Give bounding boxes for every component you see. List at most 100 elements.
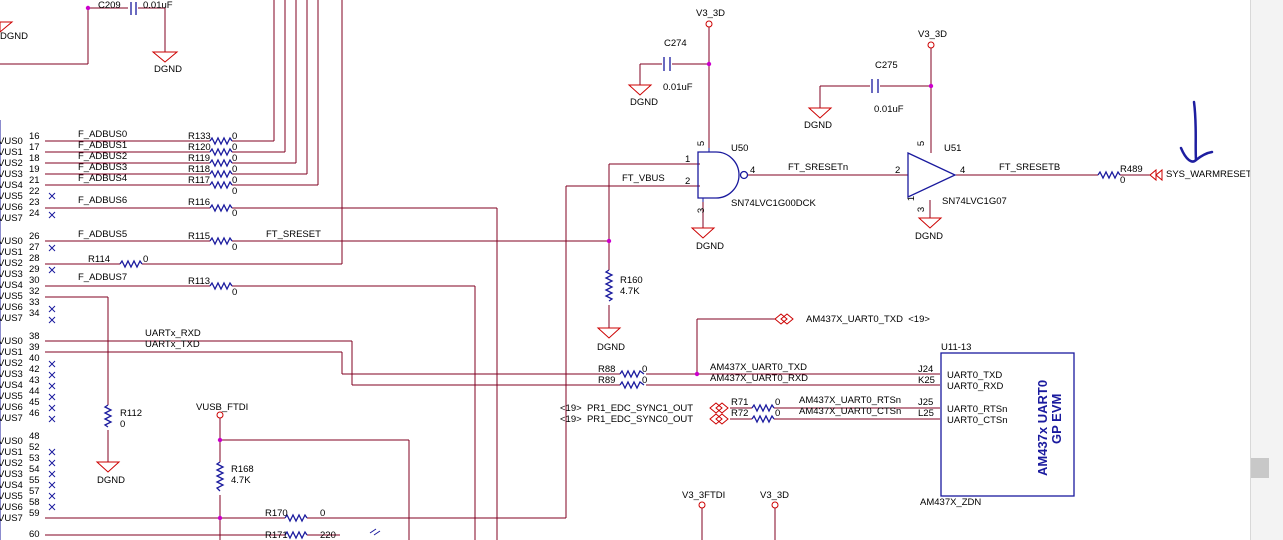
ground-label: DGND [597, 342, 625, 353]
pin-number: 48 [29, 431, 40, 442]
resistor-value: 0 [775, 397, 781, 408]
pin-label: VUS0 [0, 236, 23, 247]
resistor-value: 0 [232, 208, 238, 219]
pin-label: VUS2 [0, 258, 23, 269]
pin-label: VUS7 [0, 413, 23, 424]
pin-number: 16 [29, 131, 40, 142]
resistor-ref: R120 [188, 142, 211, 153]
pin-label: VUS7 [0, 313, 23, 324]
resistor-ref: R72 [731, 408, 749, 419]
pin-number: 58 [29, 497, 40, 508]
u50-pin: 2 [685, 176, 691, 187]
u11-ref: U11-13 [941, 342, 972, 353]
resistor-value: 0 [232, 153, 238, 164]
pin-number: 38 [29, 331, 40, 342]
u50-pin: 4 [750, 165, 756, 176]
pin-number: 44 [29, 386, 40, 397]
pin-label: VUS5 [0, 491, 23, 502]
resistor-value: 0 [143, 254, 149, 265]
vertical-scrollbar[interactable] [1250, 0, 1283, 540]
u50-nand-gate [697, 148, 749, 202]
resistors [103, 136, 1121, 540]
u11-pin-number: L25 [918, 408, 934, 419]
pin-label: VUS1 [0, 347, 23, 358]
pin-number: 27 [29, 242, 40, 253]
pin-number: 21 [29, 175, 40, 186]
u51-buffer [907, 151, 957, 199]
schematic-drawing [0, 0, 1214, 540]
resistor-ref: R171 [265, 530, 288, 540]
pin-label: VUS1 [0, 147, 23, 158]
pin-label: VUS4 [0, 480, 23, 491]
resistor-ref: R115 [188, 231, 211, 242]
net-label: F_ADBUS0 [78, 129, 128, 140]
resistor-value: 0 [120, 419, 126, 430]
pin-number: 28 [29, 253, 40, 264]
ground-label: DGND [915, 231, 943, 242]
net-label: F_ADBUS5 [78, 229, 128, 240]
resistor-value: 0 [775, 408, 781, 419]
ground-label: DGND [804, 120, 832, 131]
resistor-value: 0 [642, 375, 648, 386]
pin-number: 22 [29, 186, 40, 197]
resistor-ref: R116 [188, 197, 211, 208]
resistor-value: 0 [642, 364, 648, 375]
pin-number: 53 [29, 453, 40, 464]
pin-number: 52 [29, 442, 40, 453]
cap-ref: C274 [664, 38, 687, 49]
pin-label: VUS6 [0, 502, 23, 513]
pin-number: 29 [29, 264, 40, 275]
ground-label: DGND [154, 64, 182, 75]
net-label: F_ADBUS7 [78, 272, 128, 283]
resistor-ref: R113 [188, 276, 211, 287]
net-label: FT_SRESETB [999, 162, 1061, 173]
pin-label: VUS6 [0, 302, 23, 313]
power-label-vusb-ftdi: VUSB_FTDI [196, 402, 249, 413]
resistor-value: 0 [232, 164, 238, 175]
u51-pin: 1 [906, 195, 918, 202]
net-label: F_ADBUS3 [78, 162, 128, 173]
pin-label: VUS0 [0, 136, 23, 147]
pin-number: 26 [29, 231, 40, 242]
offpage-label-sys-warmreset: SYS_WARMRESET [1166, 169, 1252, 180]
pin-label: VUS3 [0, 169, 23, 180]
pin-label: VUS0 [0, 436, 23, 447]
pin-number: 30 [29, 275, 40, 286]
pin-label: VUS3 [0, 469, 23, 480]
pin-number: 46 [29, 408, 40, 419]
u51-pin: 2 [895, 165, 901, 176]
u11-pin-name: UART0_TXD [947, 370, 1003, 381]
pin-label: VUS4 [0, 180, 23, 191]
resistor-value: 220 [320, 530, 336, 540]
resistor-ref: R117 [188, 175, 211, 186]
resistor-value: 0 [320, 508, 326, 519]
annotation-arrow [1179, 100, 1214, 163]
net-label: AM437X_UART0_RXD [710, 373, 809, 384]
u11-pin-name: UART0_CTSn [947, 415, 1008, 426]
pin-label: VUS2 [0, 358, 23, 369]
power-label-v33d-bottom: V3_3D [760, 490, 790, 501]
net-label: FT_VBUS [622, 173, 665, 184]
pin-label: VUS2 [0, 458, 23, 469]
offpage-label-sync1: <19> PR1_EDC_SYNC1_OUT [560, 403, 694, 414]
resistor-ref: R133 [188, 131, 211, 142]
resistor-value: 0 [232, 175, 238, 186]
u50-ref: U50 [731, 143, 749, 154]
pin-number: 17 [29, 142, 40, 153]
pin-number: 59 [29, 508, 40, 519]
net-label: F_ADBUS4 [78, 173, 128, 184]
ground-symbols [0, 21, 943, 473]
u50-pin: 1 [685, 154, 691, 165]
pin-number: 18 [29, 153, 40, 164]
u51-pin: 3 [916, 206, 928, 213]
scrollbar-thumb[interactable] [1251, 458, 1269, 478]
ground-label: DGND [0, 31, 28, 42]
ground-label: DGND [630, 97, 658, 108]
offpage-label-uart0-txd: AM437X_UART0_TXD <19> [806, 314, 930, 325]
net-label: F_ADBUS6 [78, 195, 128, 206]
resistor-value: 0 [232, 131, 238, 142]
pin-number: 19 [29, 164, 40, 175]
pin-label: VUS1 [0, 447, 23, 458]
pin-label: VUS7 [0, 213, 23, 224]
